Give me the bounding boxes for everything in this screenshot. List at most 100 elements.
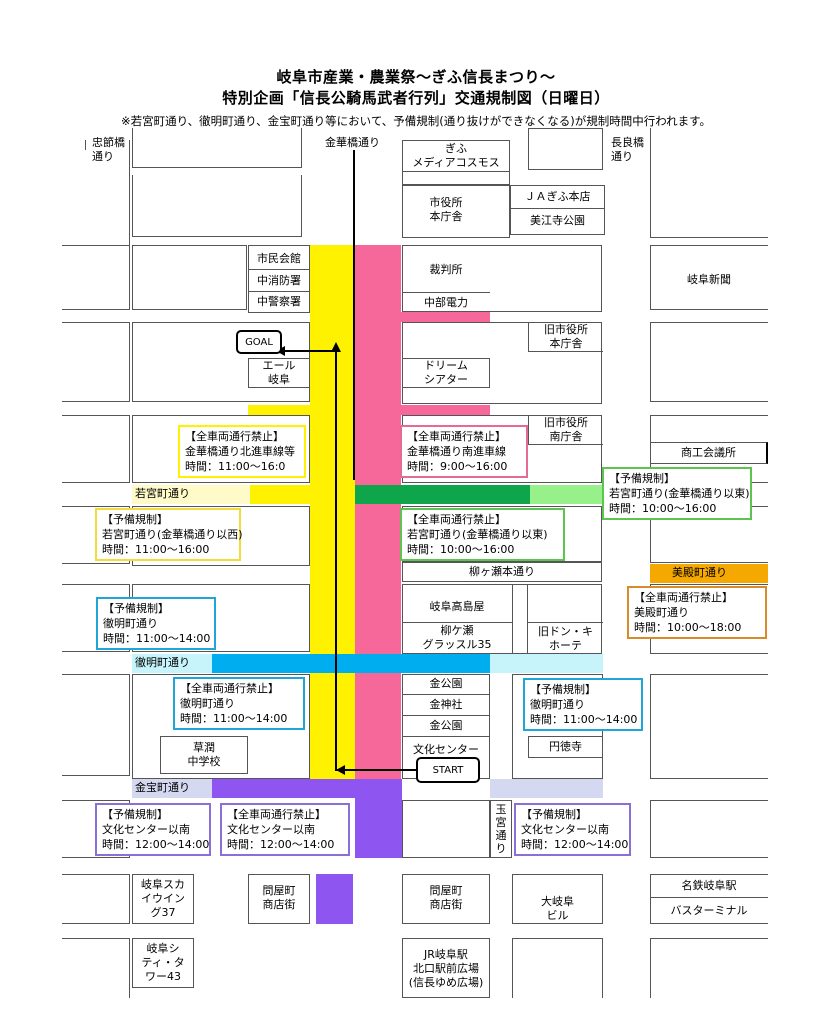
building-sky-wing: 岐阜スカ イウイン グ37 bbox=[141, 878, 185, 919]
building-shoko-kaigisho: 商工会議所 bbox=[650, 442, 768, 464]
block-jr-gifu bbox=[402, 938, 490, 998]
block bbox=[528, 128, 603, 170]
pink-spur-2 bbox=[400, 405, 490, 415]
block bbox=[132, 175, 302, 237]
goal-marker: GOAL bbox=[236, 330, 282, 354]
street-mitono: 美殿町通り bbox=[672, 566, 727, 579]
regulation-box-9: 【予備規制】徹明町通り時間：11:00～14:00 bbox=[523, 678, 643, 731]
block bbox=[62, 674, 130, 776]
regulation-box-1: 【全車両通行禁止】金華橋通り北進車線等時間：11:00～16:0 bbox=[178, 425, 306, 478]
wakamiya-street-yellow bbox=[250, 485, 310, 504]
tetsumei-street-closure bbox=[212, 654, 492, 673]
block-tamamiya bbox=[490, 800, 512, 858]
block-court bbox=[402, 245, 602, 312]
building-jr-gifu-station: JR岐阜駅 北口駅前広場 (信長ゆめ広場) bbox=[408, 948, 484, 989]
block-city-hall bbox=[402, 185, 510, 238]
block bbox=[650, 322, 768, 402]
street-wakamiya: 若宮町通り bbox=[135, 487, 190, 500]
building-naka-fire-station: 中消防署 bbox=[248, 270, 310, 292]
block bbox=[132, 245, 247, 310]
block bbox=[62, 322, 130, 402]
purple-south-2 bbox=[316, 874, 353, 924]
kinpo-street-east bbox=[490, 779, 603, 798]
block-gifu-shinbun bbox=[650, 245, 768, 310]
building-shimin-kaikan: 市民会館 bbox=[248, 248, 310, 270]
block-meitetsu bbox=[650, 874, 768, 924]
regulation-box-7: 【予備規制】徹明町通り時間：11:00～14:00 bbox=[96, 597, 216, 650]
yellow-spur bbox=[248, 405, 310, 415]
street-nagarabashi: 長良橋 通り bbox=[611, 136, 644, 163]
building-takashimaya: 岐阜高島屋 bbox=[429, 600, 485, 613]
street-kinkabashi: 金華橋通り bbox=[325, 136, 380, 149]
building-tonyacho-right: 問屋町 商店街 bbox=[429, 884, 463, 911]
building-dream-theater: ドリーム シアター bbox=[402, 358, 490, 388]
block bbox=[62, 938, 130, 998]
block bbox=[62, 874, 130, 924]
purple-south-1 bbox=[355, 798, 402, 858]
building-kin-shrine: 金神社 bbox=[402, 695, 490, 716]
route-arrowhead-start bbox=[336, 765, 345, 775]
block bbox=[650, 938, 768, 998]
building-dai-gifu: 大岐阜 ビル bbox=[541, 895, 574, 922]
regulation-box-3: 【予備規制】若宮町通り(金華橋通り以東)時間：10:00～16:00 bbox=[602, 467, 752, 520]
block-tonyacho-left bbox=[248, 874, 310, 924]
wakamiya-street-closure bbox=[355, 485, 530, 504]
building-old-city-hall: 旧市役所 本庁舎 bbox=[528, 322, 603, 352]
regulation-note: ※若宮町通り、徹明町通り、金宝町通り等において、予備規制(通り抜けができなくなる… bbox=[120, 114, 712, 128]
building-kin-park: 金公園 bbox=[402, 674, 490, 695]
block-dream bbox=[402, 322, 602, 404]
alley bbox=[512, 584, 528, 654]
wakamiya-street-west bbox=[132, 485, 250, 504]
regulation-box-12: 【予備規制】文化センター以南時間：12:00～14:00 bbox=[514, 803, 631, 856]
building-entokuji: 円徳寺 bbox=[528, 736, 603, 758]
street-kinpo: 金宝町通り bbox=[135, 781, 190, 794]
map-title-line1: 岐阜市産業・農業祭～ぎふ信長まつり～ bbox=[276, 68, 556, 86]
start-marker: START bbox=[416, 757, 480, 783]
block-takashimaya bbox=[402, 584, 602, 654]
building-grassle: 柳ケ瀬 グラッスル35 bbox=[402, 622, 512, 652]
street-chusetsu: 忠節橋 通り bbox=[92, 136, 125, 163]
building-tonyacho-left: 問屋町 商店街 bbox=[262, 884, 296, 911]
block bbox=[650, 800, 768, 858]
street-yanagase: 柳ヶ瀬本通り bbox=[402, 562, 602, 582]
kinpo-street-mid bbox=[402, 779, 490, 798]
map-title-line2: 特別企画「信長公騎馬武者行列」交通規制図（日曜日） bbox=[222, 89, 610, 107]
block-media-cosmos bbox=[402, 140, 510, 185]
regulation-box-4: 【予備規制】若宮町通り(金華橋通り以西)時間：11:00～16:00 bbox=[95, 508, 243, 561]
block bbox=[62, 245, 130, 310]
building-ale-gifu: エール 岐阜 bbox=[248, 358, 310, 388]
building-court: 裁判所 bbox=[429, 263, 463, 276]
block-city-tower bbox=[132, 938, 194, 988]
block bbox=[650, 128, 768, 238]
regulation-box-2: 【全車両通行禁止】金華橋通り南進車線時間：9:00～16:00 bbox=[400, 425, 528, 478]
regulation-box-5: 【全車両通行禁止】若宮町通り(金華橋通り以東)時間：10:00～16:00 bbox=[400, 508, 565, 561]
tetsumei-street-west bbox=[132, 654, 212, 673]
block bbox=[132, 128, 302, 168]
building-mieji-park: 美江寺公園 bbox=[530, 214, 585, 227]
building-gifu-media-cosmos: ぎふ メディアコスモス bbox=[402, 140, 510, 172]
regulation-box-10: 【予備規制】文化センター以南時間：12:00～14:00 bbox=[95, 803, 211, 856]
kinpo-street-closure bbox=[212, 779, 402, 798]
block-ja bbox=[510, 185, 605, 235]
street-tamamiya: 玉宮通り bbox=[495, 803, 507, 855]
regulation-box-11: 【全車両通行禁止】文化センター以南時間：12:00～14:00 bbox=[220, 803, 350, 856]
building-kusajun-jhs: 草潤 中学校 bbox=[160, 736, 248, 774]
block bbox=[62, 415, 130, 483]
kinkabashi-southbound-closure bbox=[355, 245, 401, 780]
block bbox=[512, 938, 603, 998]
regulation-box-6: 【全車両通行禁止】美殿町通り時間：10:00～18:00 bbox=[627, 586, 767, 639]
regulation-box-8: 【全車両通行禁止】徹明町通り時間：11:00～14:00 bbox=[173, 677, 305, 730]
building-old-city-south: 旧市役所 南庁舎 bbox=[528, 415, 603, 445]
block-tonyacho-right bbox=[402, 874, 490, 924]
block bbox=[650, 674, 768, 779]
kinkabashi-centerline bbox=[353, 150, 355, 480]
pink-spur-1 bbox=[400, 312, 490, 322]
building-gifu-shinbun: 岐阜新聞 bbox=[687, 273, 731, 286]
block bbox=[402, 800, 490, 858]
block-civic-column bbox=[248, 245, 310, 313]
kinpo-street-west bbox=[132, 779, 212, 798]
building-don-quijote: 旧ドン・キ ホーテ bbox=[528, 622, 603, 654]
building-bus-terminal: バスターミナル bbox=[670, 904, 748, 917]
building-ja-gifu: ＪＡぎふ本店 bbox=[510, 185, 605, 209]
